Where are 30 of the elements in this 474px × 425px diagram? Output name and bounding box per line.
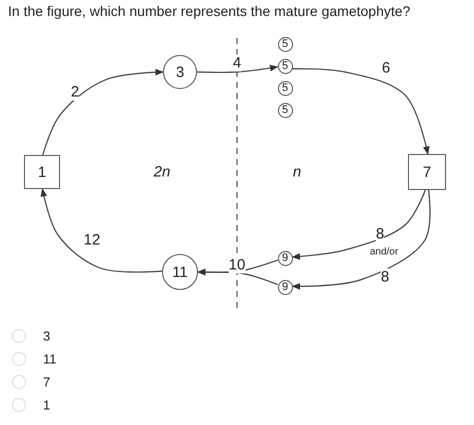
edge-label: 4 bbox=[232, 54, 242, 72]
spore-circle: 9 bbox=[278, 280, 292, 294]
spore-circle: 5 bbox=[278, 36, 292, 52]
spore-circle: 5 bbox=[278, 58, 292, 74]
stage-circle: 11 bbox=[162, 254, 198, 290]
spore-circle: 5 bbox=[278, 102, 292, 118]
edge-label: 8 bbox=[376, 226, 384, 242]
arrow bbox=[292, 190, 426, 260]
edge-label: 2 bbox=[70, 84, 80, 100]
answer-option: 11 bbox=[43, 352, 56, 366]
ploidy-label: 2n bbox=[154, 164, 170, 180]
spore-circle: 5 bbox=[278, 80, 292, 96]
stage-box: 7 bbox=[408, 154, 446, 190]
arrow bbox=[292, 68, 430, 155]
answer-option: 7 bbox=[43, 374, 50, 390]
arrow bbox=[196, 64, 278, 73]
spore-circle: 9 bbox=[278, 250, 292, 266]
arrow bbox=[40, 188, 162, 273]
stage-box: 1 bbox=[24, 155, 60, 189]
arrow bbox=[197, 260, 278, 276]
arrow bbox=[292, 190, 431, 290]
stage-circle: 3 bbox=[163, 55, 197, 89]
arrow bbox=[42, 68, 164, 156]
annotation-text: and/or bbox=[368, 246, 400, 258]
answer-option: 3 bbox=[43, 328, 50, 344]
arrow bbox=[197, 268, 278, 286]
stage-number: 10 bbox=[228, 256, 246, 274]
question-title: In the figure, which number represents the mature gametophyte? bbox=[8, 3, 410, 19]
answer-option: 1 bbox=[43, 398, 50, 412]
ploidy-label: n bbox=[292, 164, 302, 180]
